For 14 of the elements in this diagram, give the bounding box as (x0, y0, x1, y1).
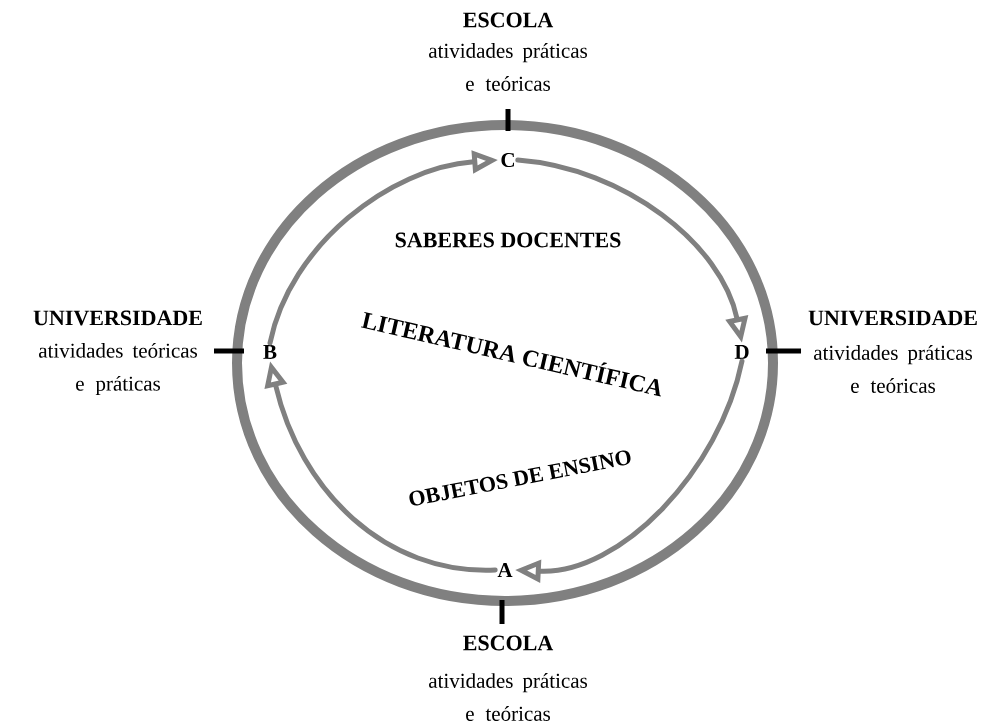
point-letter: B (263, 345, 277, 359)
concept-label: OBJETOS DE ENSINO (409, 450, 631, 506)
concept-label: SABERES DOCENTES (395, 232, 621, 248)
activity-description: atividades teóricas e práticas (39, 342, 197, 396)
point-letter: A (497, 563, 513, 577)
activity-description: atividades práticas e teóricas (429, 43, 587, 91)
point-letter: C (501, 152, 514, 168)
place-heading: UNIVERSIDADE (33, 310, 202, 326)
point-letter: D (734, 345, 749, 359)
place-heading: ESCOLA (463, 12, 554, 28)
place-heading: ESCOLA (463, 635, 554, 651)
activity-description: atividades práticas e teóricas (429, 673, 587, 721)
activity-description: atividades práticas e teóricas (814, 345, 972, 393)
place-heading: UNIVERSIDADE (808, 310, 977, 326)
